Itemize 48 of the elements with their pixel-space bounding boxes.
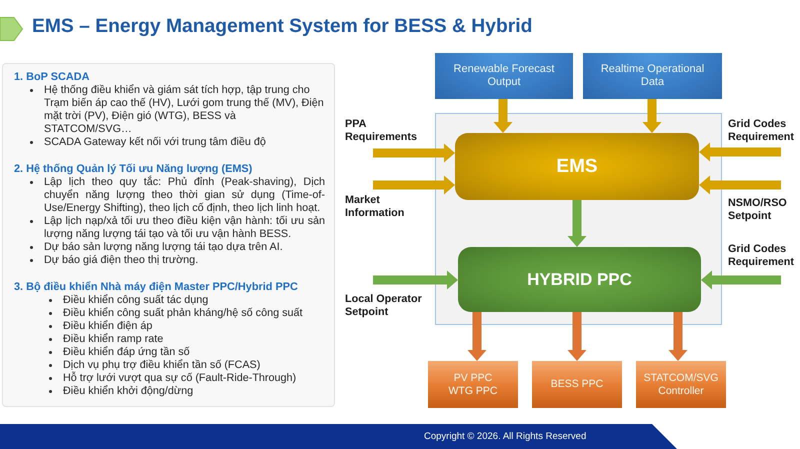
arrow — [468, 312, 486, 361]
bullet-item: Điều khiển điện áp — [47, 320, 325, 333]
section-heading: 1. BoP SCADA — [14, 70, 90, 84]
bullet-item: SCADA Gateway kết nối với trung tâm điều độ — [28, 136, 325, 149]
bullet-item: Điều khiển khởi động/dừng — [47, 385, 325, 398]
bullet-item: Điều khiển công suất tác dụng — [47, 294, 325, 307]
input-label: Market Information — [345, 194, 429, 219]
arrow — [494, 99, 512, 133]
input-box — [583, 53, 722, 99]
bullet-item: Lập lịch theo quy tắc: Phủ đỉnh (Peak-shaving), Dịch chuyển năng lượng theo thời gian sử dụng (Time-of-Use/Energy Shifting), theo lịch cố định, theo lịch linh hoạt. — [28, 176, 325, 215]
box-label: Renewable Forecast Output — [452, 63, 556, 89]
arrow — [568, 200, 586, 247]
page-title: EMS – Energy Management System for BESS & Hybrid — [32, 16, 532, 38]
arrow — [568, 312, 586, 361]
section-heading: 2. Hệ thống Quản lý Tối ưu Năng lượng (EMS) — [14, 162, 254, 176]
bullet-item: Điều khiển công suất phản kháng/hệ số công suất — [47, 307, 325, 320]
input-label: Local Operator Setpoint — [345, 293, 429, 318]
block-label: HYBRID PPC — [527, 270, 632, 290]
input-label: PPA Requirements — [345, 118, 429, 143]
input-label: NSMO/RSO Setpoint — [728, 197, 798, 222]
box-label: PV PPC — [454, 372, 492, 384]
bullet-item: Dịch vụ phụ trợ điều khiển tần số (FCAS) — [47, 359, 325, 372]
system-boundary — [435, 113, 722, 325]
box-label: STATCOM/SVG Controller — [642, 372, 720, 398]
input-label: Grid Codes Requirement — [728, 118, 798, 143]
controller-block — [458, 247, 701, 312]
input-box — [435, 53, 573, 99]
box-label: Realtime Operational Data — [600, 63, 706, 89]
arrow — [668, 312, 688, 361]
bullet-item: Dự báo sản lượng năng lượng tái tạo dựa trên AI. — [28, 241, 325, 254]
bullet-item: Hỗ trợ lưới vượt qua sự cố (Fault-Ride-Through) — [47, 372, 325, 385]
bullet-item: Hệ thống điều khiển và giám sát tích hợp, tập trung cho Trạm biến áp cao thế (HV), Lưới gom trung thế (MV), Điện mặt trời (PV), Điện gió (WTG), BESS và STATCOM/SVG… — [28, 84, 325, 136]
output-box — [636, 361, 726, 408]
box-label: WTG PPC — [448, 384, 498, 398]
arrow — [642, 99, 662, 133]
box-label: BESS PPC — [550, 378, 604, 391]
bullet-item: Điều khiển đáp ứng tần số — [47, 346, 325, 359]
section-heading: 3. Bộ điều khiển Nhà máy điện Master PPC/Hybrid PPC — [14, 280, 299, 294]
info-panel — [2, 63, 335, 407]
output-box — [428, 361, 518, 408]
bullet-item: Lập lịch nạp/xả tối ưu theo điều kiện vận hành: tối ưu sản lượng năng lượng tái tạo và tối ưu vận hành BESS. — [28, 215, 325, 241]
ems-block — [455, 133, 699, 200]
bullet-item: Điều khiển ramp rate — [47, 333, 325, 346]
block-label: EMS — [556, 156, 598, 178]
copyright-text: Copyright © 2026. All Rights Reserved — [424, 431, 586, 443]
bullet-item: Dự báo giá điện theo thị trường. — [28, 254, 325, 267]
input-label: Grid Codes Requirement — [728, 243, 798, 268]
output-box — [532, 361, 622, 408]
